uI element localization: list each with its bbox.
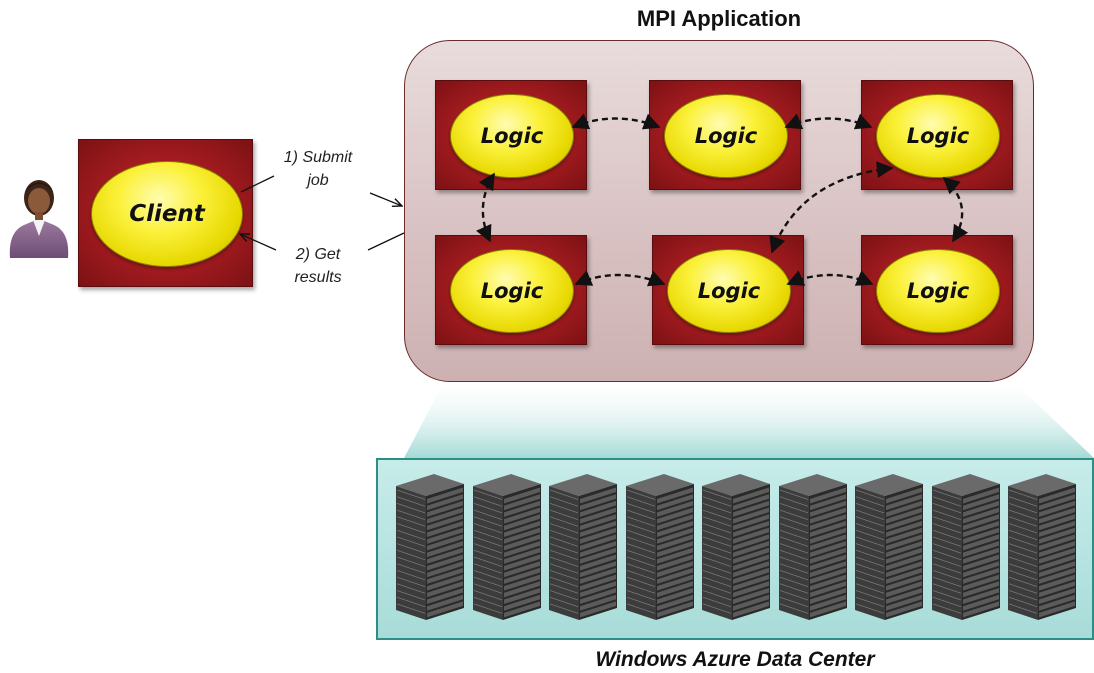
link-1-4 — [476, 172, 496, 243]
logic-label: Logic — [480, 124, 544, 148]
logic-label: Logic — [906, 124, 970, 148]
logic-label: Logic — [694, 124, 758, 148]
client-label: Client — [129, 201, 205, 227]
user-avatar-icon — [9, 180, 69, 258]
server-rack-icon — [625, 474, 694, 620]
logic-ellipse: Logic — [450, 94, 574, 178]
data-center-title: Windows Azure Data Center — [595, 648, 875, 671]
submit-job-arrow — [240, 175, 275, 193]
link-4-5 — [574, 270, 666, 287]
submit-job-label: 1) Submit job — [270, 146, 366, 192]
server-rack-icon — [396, 474, 464, 620]
logic-ellipse: Logic — [876, 249, 1000, 333]
submit-job-label-line1: 1) Submit — [283, 149, 353, 166]
logic-node-5: Logic — [652, 235, 804, 345]
logic-node-1: Logic — [435, 80, 587, 190]
logic-label: Logic — [906, 279, 970, 303]
link-3-5 — [769, 161, 894, 254]
submit-job-arrow-head — [369, 192, 402, 206]
server-rack-icon — [855, 474, 923, 620]
link-3-6 — [942, 176, 969, 243]
submit-job-label-line2: job — [307, 172, 329, 189]
server-rack-icon — [702, 474, 770, 620]
server-rack-icon — [549, 474, 617, 620]
logic-label: Logic — [480, 279, 544, 303]
logic-node-6: Logic — [861, 235, 1013, 345]
logic-ellipse: Logic — [667, 249, 791, 333]
client-node: Client — [78, 139, 253, 287]
get-results-label-line1: 2) Get — [295, 246, 341, 263]
logic-label: Logic — [697, 279, 761, 303]
projection-beam — [404, 382, 1094, 458]
logic-ellipse: Logic — [664, 94, 788, 178]
server-rack-icon — [931, 474, 1000, 620]
get-results-arrow-head — [240, 234, 277, 251]
logic-node-2: Logic — [649, 80, 801, 190]
mpi-application-title: MPI Application — [636, 6, 802, 31]
logic-ellipse: Logic — [450, 249, 574, 333]
get-results-label-line2: results — [294, 269, 342, 286]
get-results-label: 2) Get results — [270, 243, 366, 289]
client-ellipse: Client — [91, 161, 243, 267]
logic-node-4: Logic — [435, 235, 587, 345]
logic-ellipse: Logic — [876, 94, 1000, 178]
server-rack-icon — [778, 474, 847, 620]
server-rack-icon — [472, 474, 541, 620]
link-1-2 — [571, 113, 661, 130]
server-rack-icon — [1008, 474, 1076, 620]
get-results-arrow — [367, 232, 405, 251]
link-2-3 — [784, 113, 873, 130]
link-5-6 — [786, 270, 874, 286]
